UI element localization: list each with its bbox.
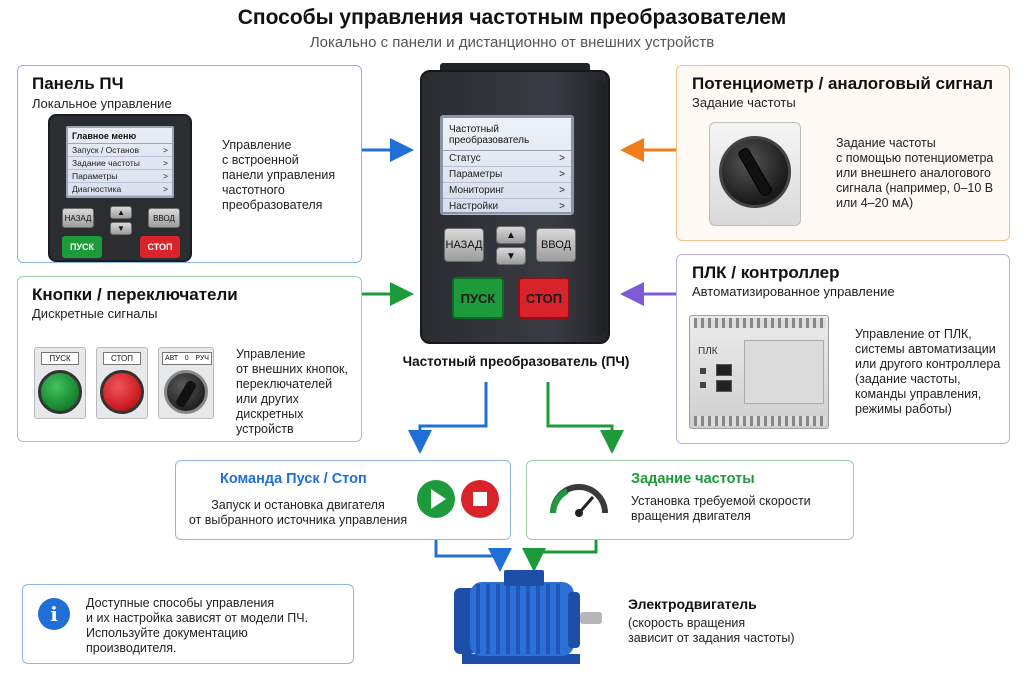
mini-enter-button: ВВОД <box>148 208 180 228</box>
info-box <box>22 584 354 664</box>
plc-card-title: ПЛК / контроллер <box>692 263 840 282</box>
start-pushbutton-label: ПУСК <box>41 352 79 365</box>
panel-card-subtitle: Локальное управление <box>32 96 172 111</box>
mini-start-button: ПУСК <box>62 236 102 258</box>
mini-screen-item: Запуск / Останов> <box>68 144 172 157</box>
buttons-card-title: Кнопки / переключатели <box>32 285 238 304</box>
start-stop-box: Команда Пуск / Стоп Запуск и остановка д… <box>175 460 511 540</box>
potentiometer-card-description: Задание частоты с помощью потенциометра … <box>836 136 994 210</box>
arrow-freq-to-motor <box>522 540 598 572</box>
start-stop-box-title: Команда Пуск / Стоп <box>220 471 367 487</box>
plc-terminal-strip <box>694 416 826 426</box>
potentiometer-card-subtitle: Задание частоты <box>692 95 796 110</box>
arrow-vfd-to-freq <box>546 382 624 454</box>
play-icon <box>417 480 455 518</box>
electric-motor-icon <box>454 570 602 664</box>
mini-screen-item: Параметры> <box>68 170 172 183</box>
vfd-down-arrow-icon: ▼ <box>496 247 526 265</box>
vfd-side-panel <box>586 80 606 336</box>
vfd-stop-button: СТОП <box>518 277 570 319</box>
mini-screen-item: Задание частоты> <box>68 157 172 170</box>
plc-status-led-icon <box>700 382 706 388</box>
vfd-screen: Частотный преобразователь Статус> Параме… <box>440 115 574 215</box>
potentiometer-card-title: Потенциометр / аналоговый сигнал <box>692 74 994 93</box>
mini-stop-button: СТОП <box>140 236 180 258</box>
panel-card: Панель ПЧ Локальное управление Главное м… <box>17 65 362 263</box>
plc-ethernet-port-icon <box>716 364 732 376</box>
vfd-label: Частотный преобразователь (ПЧ) <box>402 354 630 369</box>
buttons-card: Кнопки / переключатели Дискретные сигнал… <box>17 276 362 442</box>
frequency-box: Задание частоты Установка требуемой скор… <box>526 460 854 540</box>
mini-up-arrow-icon: ▲ <box>110 206 132 219</box>
vfd-screen-title: Частотный преобразователь <box>443 118 571 151</box>
plc-card-description: Управление от ПЛК, системы автоматизации… <box>855 327 1001 416</box>
arrow-vfd-to-startstop <box>408 382 488 454</box>
panel-card-description: Управление с встроенной панели управлени… <box>222 138 336 212</box>
info-text: Доступные способы управления и их настро… <box>86 596 309 655</box>
buttons-card-description: Управление от внешних кнопок, переключат… <box>236 347 348 436</box>
mini-back-button: НАЗАД <box>62 208 94 228</box>
plc-terminal-strip <box>694 318 826 328</box>
page-subtitle: Локально с панели и дистанционно от внеш… <box>309 34 715 51</box>
vfd-screen-item: Мониторинг> <box>443 183 571 199</box>
frequency-box-title: Задание частоты <box>631 471 755 487</box>
vfd-back-button: НАЗАД <box>444 228 484 262</box>
mini-down-arrow-icon: ▼ <box>110 222 132 235</box>
plc-card: ПЛК / контроллер Автоматизированное упра… <box>676 254 1010 444</box>
plc-device-icon: ПЛК <box>689 315 829 429</box>
plc-front-panel <box>744 340 824 404</box>
vfd-screen-item: Параметры> <box>443 167 571 183</box>
motor-description: (скорость вращения зависит от задания ча… <box>628 616 795 645</box>
plc-device-label: ПЛК <box>698 346 718 357</box>
gauge-icon <box>550 484 608 517</box>
mini-control-panel: Главное меню Запуск / Останов> Задание ч… <box>48 114 192 262</box>
vfd-screen-item: Настройки> <box>443 199 571 215</box>
stop-pushbutton: СТОП <box>96 347 148 419</box>
plc-card-subtitle: Автоматизированное управление <box>692 284 895 299</box>
start-stop-box-description: Запуск и остановка двигателя от выбранно… <box>188 498 408 527</box>
potentiometer-card: Потенциометр / аналоговый сигнал Задание… <box>676 65 1010 241</box>
arrow-startstop-to-motor <box>434 540 512 572</box>
info-icon: i <box>38 598 70 630</box>
plc-ethernet-port-icon <box>716 380 732 392</box>
red-button-icon <box>100 370 144 414</box>
panel-card-title: Панель ПЧ <box>32 74 124 93</box>
page-title: Способы управления частотным преобразова… <box>237 6 787 29</box>
frequency-box-description: Установка требуемой скорости вращения дв… <box>631 494 811 523</box>
vfd-start-button: ПУСК <box>452 277 504 319</box>
mini-screen-title: Главное меню <box>68 128 172 144</box>
plc-status-led-icon <box>700 368 706 374</box>
buttons-card-subtitle: Дискретные сигналы <box>32 306 158 321</box>
vfd-screen-item: Статус> <box>443 151 571 167</box>
green-button-icon <box>38 370 82 414</box>
stop-icon <box>461 480 499 518</box>
mini-panel-screen: Главное меню Запуск / Останов> Задание ч… <box>66 126 174 198</box>
motor-title: Электродвигатель <box>628 596 757 612</box>
vfd-up-arrow-icon: ▲ <box>496 226 526 244</box>
mini-screen-item: Диагностика> <box>68 183 172 196</box>
start-pushbutton: ПУСК <box>34 347 86 419</box>
stop-pushbutton-label: СТОП <box>103 352 141 365</box>
vfd-enter-button: ВВОД <box>536 228 576 262</box>
